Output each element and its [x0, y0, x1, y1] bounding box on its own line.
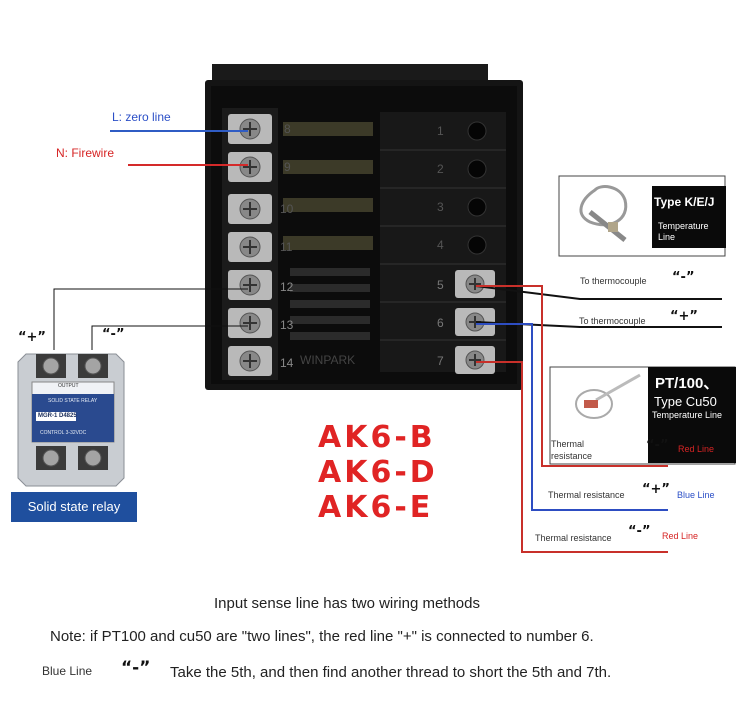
- solid-state-relay: [17, 353, 125, 487]
- terminal-label-8: 8: [284, 122, 291, 136]
- thermal-plus-sign: “+”: [642, 482, 670, 497]
- terminal-screw-5: [455, 270, 495, 298]
- terminal-label-4: 4: [437, 238, 444, 252]
- note-line-3: Take the 5th, and then find another thre…: [170, 664, 612, 681]
- temperature-line-label-1: Temperature Line: [658, 221, 709, 242]
- thermal-blue-wire: [476, 323, 668, 511]
- thermal-minus-sign-2: “-”: [628, 524, 651, 539]
- relay-minus-wire: [91, 325, 248, 350]
- terminal-screw-7: [455, 346, 495, 374]
- thermocouple-minus-wire: [475, 285, 722, 300]
- terminal-label-3: 3: [437, 200, 444, 214]
- left-terminal-block: [222, 108, 278, 380]
- model-ak6-d: AK6-D: [318, 455, 438, 490]
- terminal-label-11: 11: [280, 240, 293, 254]
- model-ak6-b: AK6-B: [318, 420, 436, 455]
- terminal-hole-4: [467, 235, 487, 255]
- to-thermocouple-plus-label: To thermocouple: [579, 316, 646, 326]
- blue-line-label: Blue Line: [677, 490, 715, 500]
- terminal-screw-11: [228, 232, 272, 262]
- terminal-label-1: 1: [437, 124, 444, 138]
- type-kej-label: Type K/E/J: [654, 195, 715, 209]
- right-terminal-block: [380, 112, 506, 374]
- thermocouple-minus-sign: “-”: [672, 270, 695, 285]
- note-blue-line: Blue Line: [42, 664, 93, 678]
- terminal-screw-14: [228, 346, 272, 376]
- terminal-label-5: 5: [437, 278, 444, 292]
- relay-output-text: OUTPUT: [58, 383, 79, 389]
- red-line-label-2: Red Line: [662, 531, 699, 541]
- thermal-resistance-label-2: Thermal resistance: [548, 490, 625, 500]
- zero-line-label: L: zero line: [112, 110, 171, 124]
- terminal-label-10: 10: [280, 202, 294, 216]
- terminal-label-9: 9: [284, 160, 291, 174]
- model-ak6-e: AK6-E: [318, 490, 434, 525]
- temperature-line-label-2: Temperature Line: [652, 410, 723, 420]
- terminal-screw-12: [228, 270, 272, 300]
- terminal-screw-8: [228, 114, 272, 144]
- rtd-image: [549, 366, 736, 465]
- terminal-screw-9: [228, 152, 272, 182]
- terminal-label-13: 13: [280, 318, 294, 332]
- to-thermocouple-minus-label: To thermocouple: [580, 276, 647, 286]
- relay-label: Solid state relay: [11, 492, 137, 522]
- terminal-screw-13: [228, 308, 272, 338]
- relay-model-text: MGR-1 D4825: [38, 413, 77, 419]
- vent-slots: [283, 122, 373, 340]
- terminal-label-2: 2: [437, 162, 444, 176]
- terminal-hole-1: [467, 121, 487, 141]
- firewire-label: N: Firewire: [56, 146, 115, 160]
- thermocouple-image: [558, 175, 726, 257]
- thermocouple-plus-sign: “+”: [670, 309, 698, 324]
- note-line-1: Input sense line has two wiring methods: [214, 595, 480, 612]
- thermal-minus-sign-1: “-”: [646, 438, 669, 453]
- terminal-label-7: 7: [437, 354, 444, 368]
- brand-mark: WINPARK: [300, 353, 355, 367]
- relay-minus-label: “-”: [102, 327, 125, 342]
- terminal-hole-3: [467, 197, 487, 217]
- terminal-label-14: 14: [280, 356, 294, 370]
- note-line-2: Note: if PT100 and cu50 are "two lines",…: [50, 628, 594, 645]
- thermal-resistance-label-1: Thermal resistance: [551, 439, 593, 461]
- pt100-label: PT/100、: [655, 375, 719, 392]
- terminal-label-12: 12: [280, 280, 294, 294]
- thermal-red-wire-1: [476, 285, 668, 467]
- terminal-screw-6: [455, 308, 495, 336]
- cu50-label: Type Cu50: [654, 394, 717, 409]
- red-line-label-1: Red Line: [678, 444, 715, 454]
- thermal-red-wire-2: [476, 361, 668, 553]
- relay-plus-label: “+”: [18, 330, 46, 345]
- terminal-screw-10: [228, 194, 272, 224]
- note-minus-sign: “-”: [121, 658, 151, 678]
- relay-title-text: SOLID STATE RELAY: [48, 398, 98, 404]
- relay-plus-wire: [53, 288, 248, 350]
- terminal-label-6: 6: [437, 316, 444, 330]
- relay-control-text: CONTROL 3-32VDC: [40, 430, 87, 436]
- thermal-resistance-label-3: Thermal resistance: [535, 533, 612, 543]
- terminal-hole-2: [467, 159, 487, 179]
